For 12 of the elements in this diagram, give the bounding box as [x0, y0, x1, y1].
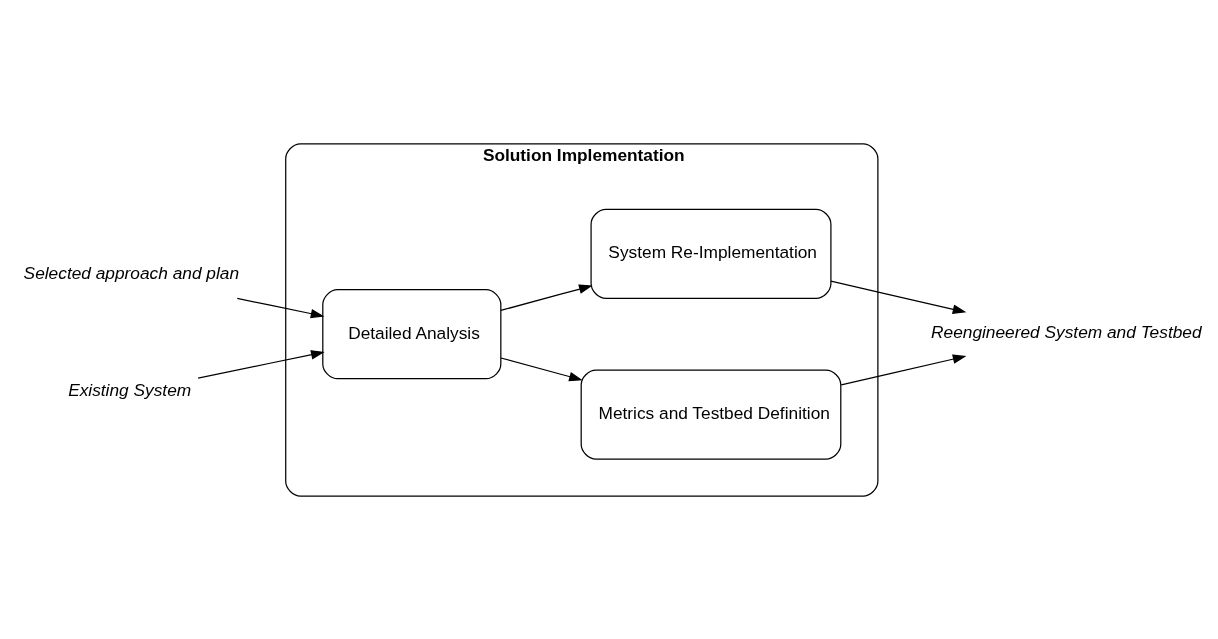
node-text: Existing System: [68, 379, 192, 400]
arrow: [840, 354, 967, 385]
node-box: System Re-Implementation: [590, 208, 832, 299]
arrow: [197, 349, 325, 379]
arrow: [500, 356, 583, 381]
arrow: [500, 284, 593, 311]
arrow: [236, 297, 325, 318]
node-text: Reengineered System and Testbed: [931, 321, 1202, 342]
node-text: Selected approach and plan: [23, 262, 240, 283]
node-box: Metrics and Testbed Definition: [580, 368, 842, 460]
arrow: [830, 280, 967, 314]
node-box: Detailed Analysis: [322, 288, 502, 379]
